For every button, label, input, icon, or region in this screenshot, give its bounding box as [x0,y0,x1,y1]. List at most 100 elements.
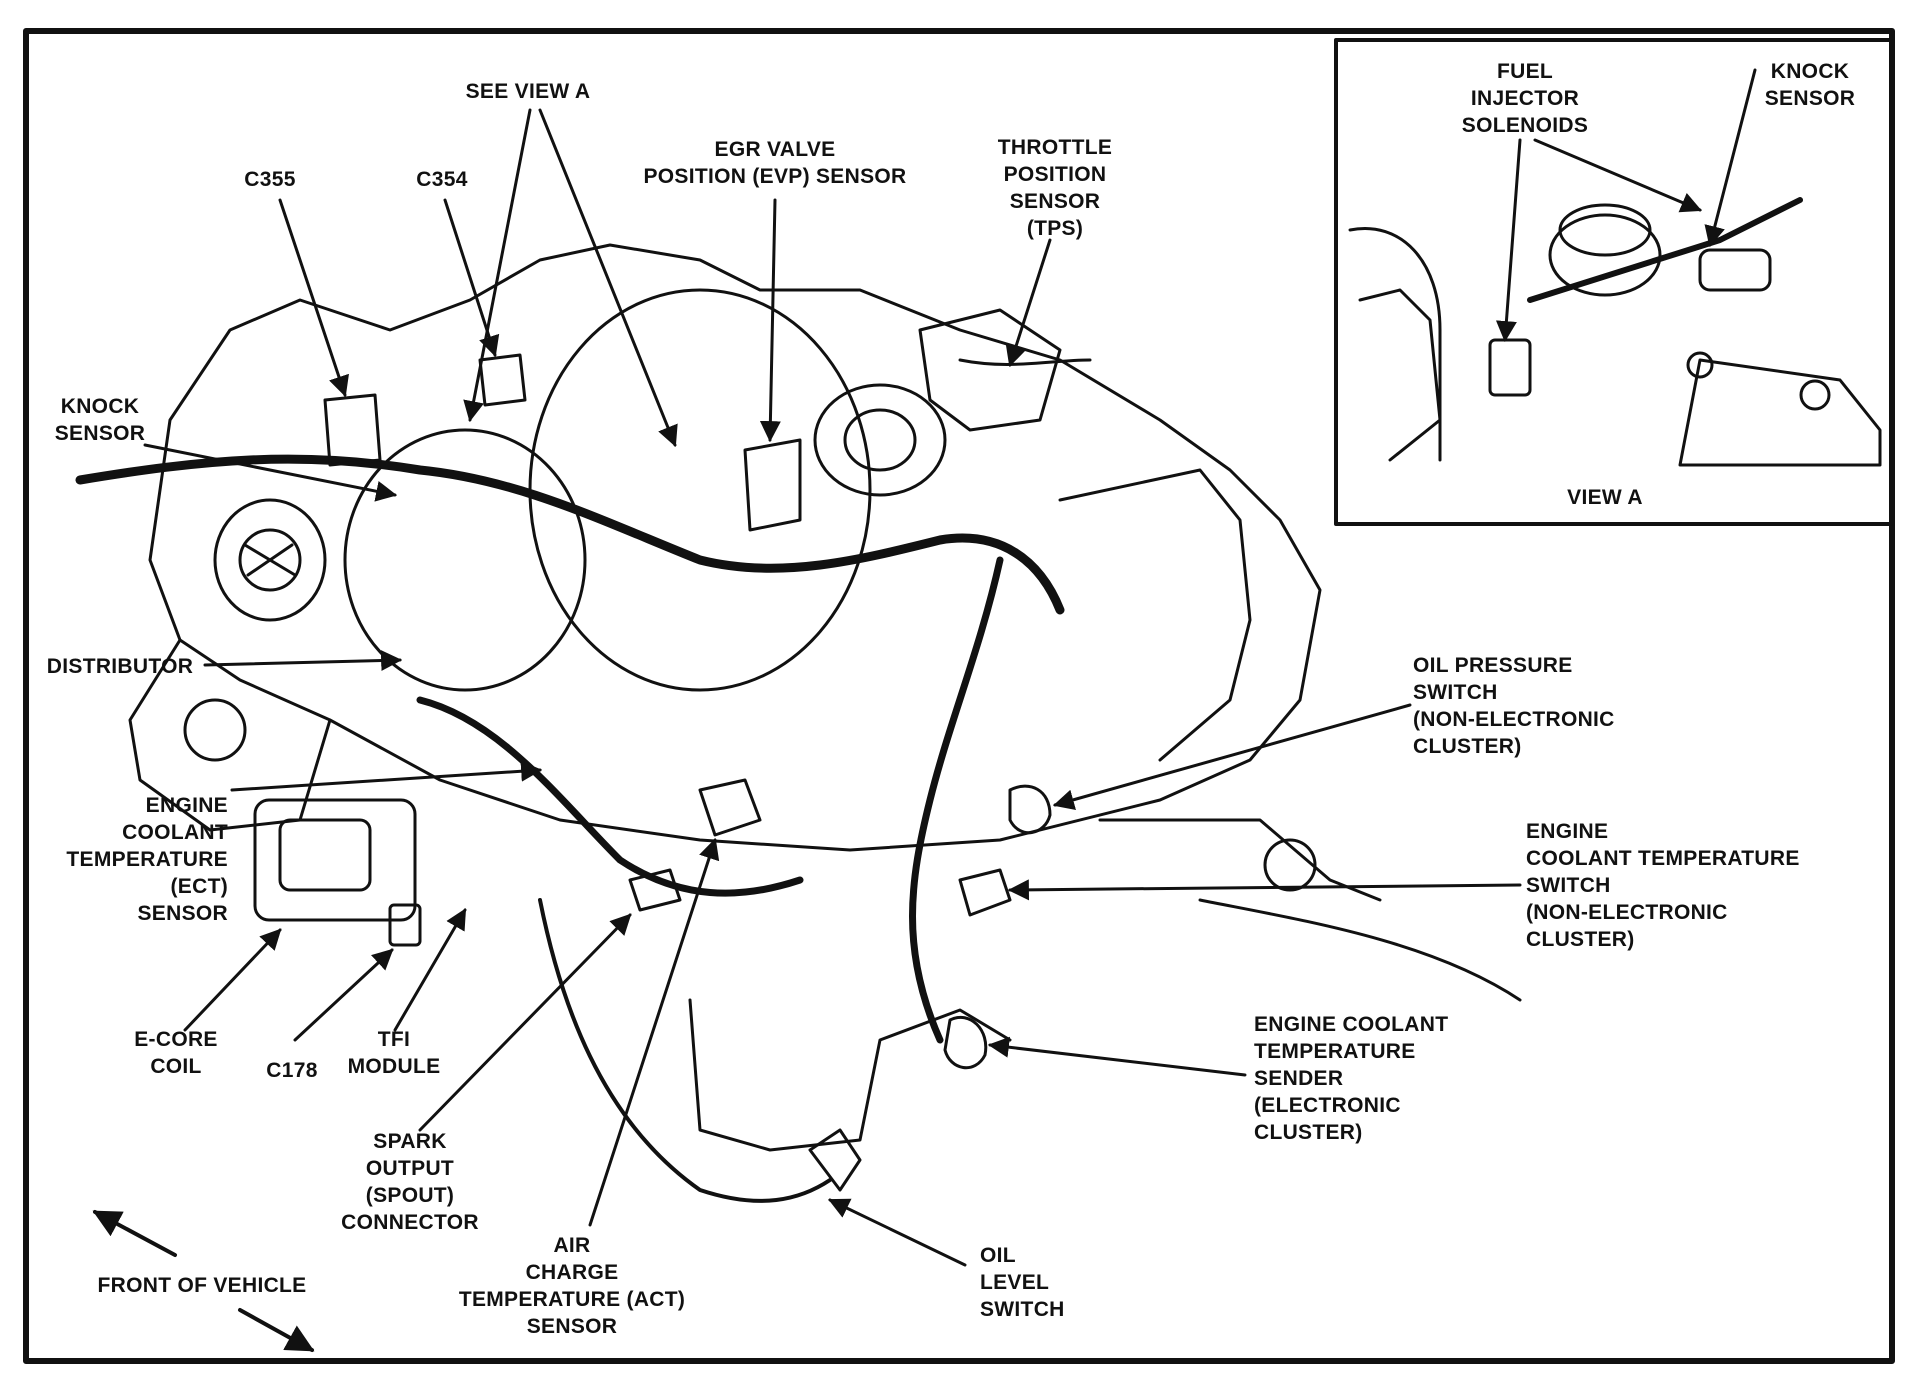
label-line: SWITCH [1413,681,1498,704]
tps-hose [958,358,1092,366]
egr-valve-top [843,408,917,472]
leader-tfi [393,908,467,1032]
label-line: DISTRIBUTOR [47,655,193,678]
oil-level-switch-body [808,1128,862,1192]
label-line: (NON-ELECTRONIC [1526,901,1728,924]
inset-knock-connector [1698,248,1772,292]
label-line: FUEL [1497,60,1553,83]
leader-c355 [278,198,349,397]
view-a-callout-circle [343,428,587,692]
label-line: TFI [378,1028,410,1051]
label-c355: C355 [244,168,295,191]
label-line: CONNECTOR [341,1211,479,1234]
inset-bolt-2 [1686,351,1714,379]
label-line: VIEW A [1567,486,1643,509]
label-line: COOLANT TEMPERATURE [1526,847,1800,870]
inset-regulator-top [1558,203,1652,257]
leader-c178 [293,948,394,1042]
label-line: ENGINE [1526,820,1608,843]
label-line: CLUSTER) [1526,928,1635,951]
harness-main [75,454,1065,615]
label-line: ENGINE [146,794,228,817]
leader-oil-level [828,1198,967,1267]
label-line: (ELECTRONIC [1254,1094,1401,1117]
label-line: TEMPERATURE [1254,1040,1416,1063]
label-line: SENSOR [1765,87,1856,110]
label-line: CLUSTER) [1413,735,1522,758]
leader-fuel-injector-2 [1533,138,1702,213]
inset-injector-connector [1488,338,1532,397]
label-ecore-coil: E-CORE COIL [134,1028,217,1078]
bolt-right [1263,838,1317,892]
label-line: C178 [266,1059,317,1082]
label-line: SOLENOIDS [1462,114,1588,137]
label-line: E-CORE [134,1028,217,1051]
leader-ect [230,760,543,792]
label-line: SENSOR [138,902,229,925]
label-line: SENSOR [1010,190,1101,213]
label-line: C354 [416,168,467,191]
leader-see-view-a-2 [538,108,678,447]
view-a-frame [1334,38,1893,526]
coolant-switch-body [958,868,1012,917]
inset-bolt [1799,379,1831,411]
engine-artwork [75,243,1522,1203]
label-line: COIL [150,1055,201,1078]
label-line: SENSOR [55,422,146,445]
engine-block-outline [148,243,1322,852]
outer-frame [23,28,1895,1364]
front-arrow-down [238,1308,315,1352]
leader-evp [759,198,781,443]
label-line: LEVEL [980,1271,1049,1294]
label-view-a: VIEW A [1567,486,1643,509]
label-coolant-temp-switch: ENGINE COOLANT TEMPERATURE SWITCH (NON-ELEC… [1526,820,1800,951]
label-line: MODULE [348,1055,441,1078]
throttle-body [918,308,1062,432]
front-arrow-up [92,1210,177,1257]
inset-right-block [1678,358,1882,467]
harness-right [909,556,1004,1044]
distributor-rotor [238,528,302,592]
label-fuel-injector-solenoids: FUEL INJECTOR SOLENOIDS [1462,60,1588,137]
label-line: THROTTLE [998,136,1112,159]
label-line: SWITCH [1526,874,1611,897]
label-distributor: DISTRIBUTOR [47,655,193,678]
label-tfi-module: TFI MODULE [348,1028,441,1078]
label-line: POSITION (EVP) SENSOR [643,165,906,188]
coolant-sender-body [943,1016,988,1070]
label-line: TEMPERATURE [66,848,228,871]
tfi-module-body [253,798,417,922]
engine-lower-block [128,638,332,832]
label-line: SWITCH [980,1298,1065,1321]
oil-pressure-switch-body [1008,784,1052,835]
leader-knock-inset [1704,68,1757,248]
pulley-arc [1198,898,1522,1002]
label-see-view-a: SEE VIEW A [466,80,591,103]
oil-pan-edge [688,998,1012,1152]
label-line: (TPS) [1027,217,1083,240]
label-line: FRONT OF VEHICLE [98,1274,307,1297]
label-line: (ECT) [171,875,229,898]
label-line: OIL PRESSURE [1413,654,1573,677]
label-line: CLUSTER) [1254,1121,1363,1144]
leader-oil-pressure [1052,703,1412,810]
label-c354: C354 [416,168,467,191]
label-line: INJECTOR [1471,87,1579,110]
leader-distributor [203,649,403,671]
label-line: ENGINE COOLANT [1254,1013,1448,1036]
bolt-left [183,698,247,762]
tfi-module-inner [278,818,372,892]
label-line: OUTPUT [366,1157,454,1180]
label-front-of-vehicle: FRONT OF VEHICLE [98,1274,307,1297]
intake-plenum [528,288,872,692]
